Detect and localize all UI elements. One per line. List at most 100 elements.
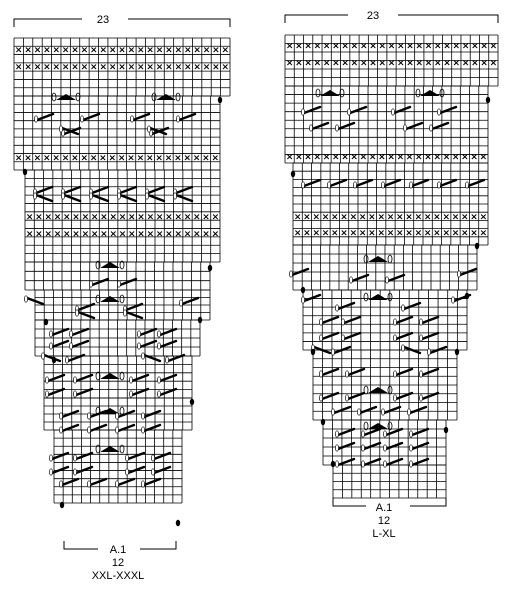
cable-stroke-symbol: [336, 427, 356, 437]
cable-stroke-symbol: [34, 193, 54, 203]
loop-symbol: [117, 192, 121, 200]
loop-symbol: [319, 394, 323, 402]
cross-symbol: ×: [331, 228, 339, 238]
loop-symbol: [301, 296, 305, 304]
loop-symbol: [309, 124, 313, 132]
cross-symbol: ×: [184, 45, 192, 55]
cable-stroke-symbol: [130, 387, 150, 397]
decrease-triangle-symbol: [100, 296, 120, 302]
cross-symbol: ×: [54, 213, 62, 223]
cross-symbol: ×: [470, 228, 478, 238]
decrease-triangle-symbol: [368, 423, 388, 429]
loop-symbol: [327, 181, 331, 189]
cable-stroke-symbol: [384, 441, 404, 451]
cable-stroke-symbol: [118, 277, 138, 287]
cable-stroke-symbol: [362, 427, 382, 437]
cable-stroke-symbol: [158, 373, 178, 383]
cross-symbol: ×: [434, 42, 442, 52]
cross-symbol: ×: [63, 213, 71, 223]
decrease-triangle-symbol: [368, 256, 388, 262]
cross-symbol: ×: [425, 42, 433, 52]
cross-symbol: ×: [397, 59, 405, 69]
bead-dot-symbol: [310, 348, 316, 356]
cable-stroke-symbol: [88, 423, 108, 433]
cable-stroke-symbol: [420, 391, 440, 401]
cross-symbol: ×: [350, 228, 358, 238]
loop-symbol: [383, 430, 387, 438]
cable-stroke-symbol: [382, 405, 402, 415]
cable-stroke-symbol: [76, 310, 96, 320]
cross-symbol: ×: [378, 42, 386, 52]
cross-symbol: ×: [90, 62, 98, 72]
bottom-repeat-bracket: [63, 541, 177, 550]
cross-symbol: ×: [137, 62, 145, 72]
loop-symbol: [419, 394, 423, 402]
cross-symbol: ×: [212, 213, 220, 223]
loop-symbol: [415, 88, 421, 98]
decrease-triangle-symbol: [56, 94, 76, 100]
cross-symbol: ×: [470, 153, 478, 163]
cable-stroke-symbol: [346, 367, 366, 377]
cross-symbol: ×: [99, 153, 107, 163]
cross-symbol: ×: [202, 213, 210, 223]
cable-stroke-symbol: [90, 193, 110, 203]
loop-symbol: [24, 295, 28, 303]
bead-dot-symbol: [207, 264, 213, 272]
bead-dot-symbol: [22, 168, 28, 176]
cable-stroke-symbol: [118, 185, 138, 195]
cross-symbol: ×: [433, 228, 441, 238]
cross-symbol: ×: [351, 42, 359, 52]
cable-stroke-symbol: [50, 339, 70, 349]
loop-symbol: [59, 125, 63, 133]
cross-symbol: ×: [378, 153, 386, 163]
cable-stroke-symbol: [402, 345, 422, 355]
bead-dot-symbol: [300, 286, 306, 294]
decrease-triangle-symbol: [100, 373, 120, 379]
cross-symbol: ×: [34, 62, 42, 72]
cross-symbol: ×: [388, 42, 396, 52]
cable-stroke-symbol: [74, 451, 94, 461]
cross-symbol: ×: [461, 228, 469, 238]
cross-symbol: ×: [295, 153, 303, 163]
cross-symbol: ×: [71, 62, 79, 72]
cross-symbol: ×: [137, 213, 145, 223]
loop-symbol: [175, 92, 181, 102]
cross-symbol: ×: [350, 212, 358, 222]
cross-symbol: ×: [128, 62, 136, 72]
decrease-triangle-symbol: [100, 262, 120, 268]
loop-symbol: [95, 444, 101, 454]
cable-stroke-symbol: [342, 315, 362, 325]
loop-symbol: [147, 125, 151, 133]
cable-stroke-symbol: [332, 405, 352, 415]
loop-symbol: [347, 108, 351, 116]
loop-symbol: [401, 304, 405, 312]
loop-symbol: [363, 421, 369, 431]
decrease-triangle-symbol: [320, 90, 340, 96]
loop-symbol: [115, 426, 119, 434]
loop-symbol: [75, 309, 79, 317]
cross-symbol: ×: [118, 62, 126, 72]
cross-symbol: ×: [369, 59, 377, 69]
cross-symbol: ×: [146, 45, 154, 55]
loop-symbol: [437, 181, 441, 189]
cable-stroke-symbol: [50, 451, 70, 461]
cross-symbol: ×: [377, 212, 385, 222]
cross-symbol: ×: [165, 62, 173, 72]
cross-symbol: ×: [369, 42, 377, 52]
loop-symbol: [129, 376, 133, 384]
cross-symbol: ×: [387, 228, 395, 238]
cable-stroke-symbol: [60, 477, 80, 487]
cross-symbol: ×: [156, 45, 164, 55]
cross-symbol: ×: [147, 230, 155, 240]
loop-symbol: [87, 412, 91, 420]
cable-stroke-symbol: [126, 465, 146, 475]
cross-symbol: ×: [119, 230, 127, 240]
cable-stroke-symbol: [302, 178, 322, 188]
loop-symbol: [141, 352, 145, 360]
cross-symbol: ×: [443, 153, 451, 163]
cross-symbol: ×: [71, 153, 79, 163]
cross-symbol: ×: [128, 213, 136, 223]
cross-symbol: ×: [416, 42, 424, 52]
cross-symbol: ×: [360, 42, 368, 52]
loop-symbol: [383, 444, 387, 452]
